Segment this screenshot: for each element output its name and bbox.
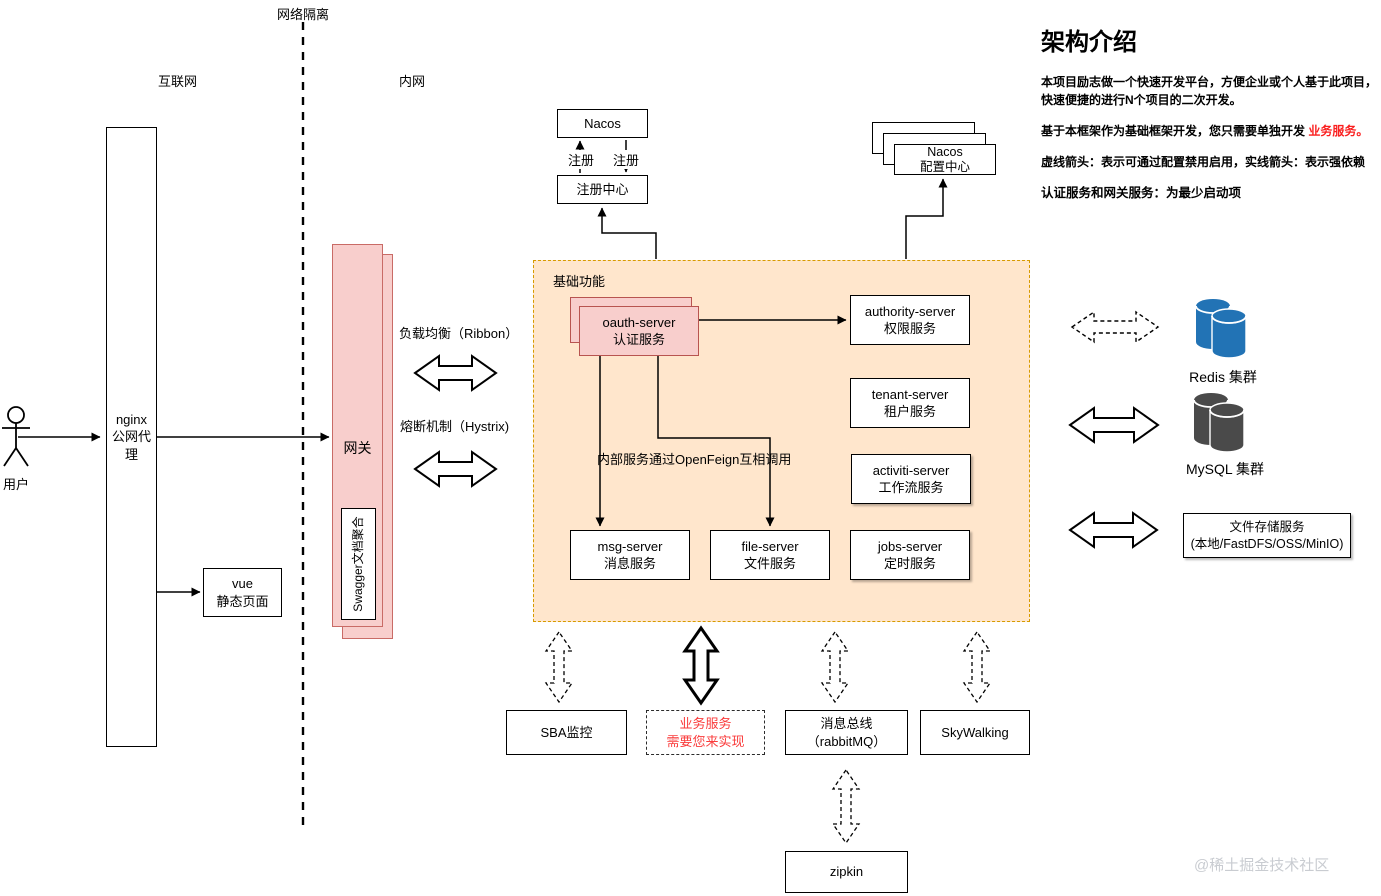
redis-cluster-icon: [1195, 299, 1247, 359]
hystrix-label: 熔断机制（Hystrix): [400, 419, 510, 434]
node-oauth-server-label: 认证服务: [612, 332, 665, 347]
node-file-server-label: 文件服务: [743, 556, 796, 571]
node-tenant-server-label: 租户服务: [883, 404, 936, 419]
mysql-cluster-label: MySQL 集群: [1185, 461, 1265, 477]
node-authority-server-label: 权限服务: [883, 321, 936, 336]
node-jobs-server: jobs-server 定时服务: [850, 530, 970, 580]
node-gateway-label: 网关: [343, 440, 372, 456]
node-business-service: 业务服务 需要您来实现: [646, 710, 765, 755]
intro-paragraph-2-highlight: 业务服务。: [1308, 124, 1369, 138]
node-file-server-name: file-server: [741, 538, 799, 554]
node-activiti-server-name: activiti-server: [872, 462, 950, 478]
node-nginx-proxy: nginx 公网代理: [106, 127, 157, 747]
node-nacos-config-name: Nacos: [927, 144, 963, 159]
openfeign-note: 内部服务通过OpenFeign互相调用: [597, 452, 792, 467]
intro-paragraph-2-text: 基于本框架作为基础框架开发，您只需要单独开发: [1041, 124, 1309, 138]
redis-cluster-label: Redis 集群: [1189, 369, 1257, 385]
intro-paragraph-1: 本项目励志做一个快速开发平台，方便企业或个人基于此项目，快速便捷的进行N个项目的…: [1041, 75, 1378, 107]
node-message-bus-label: （rabbitMQ）: [806, 733, 887, 749]
node-registry-center-label: 注册中心: [576, 181, 629, 197]
double-arrow-biz-solid: [682, 625, 720, 706]
node-sba-monitor-label: SBA监控: [540, 724, 593, 740]
node-nginx-label: 公网代理: [111, 429, 151, 462]
node-msg-server: msg-server 消息服务: [570, 530, 690, 580]
node-sba-monitor: SBA监控: [506, 710, 627, 755]
node-authority-server-name: authority-server: [864, 303, 956, 319]
arrow-area-to-registry: [597, 207, 657, 259]
node-oauth-server-name: oauth-server: [602, 314, 676, 330]
watermark: @稀土掘金技术社区: [1194, 857, 1330, 874]
node-file-server: file-server 文件服务: [710, 530, 830, 580]
node-activiti-server: activiti-server 工作流服务: [851, 454, 971, 504]
intro-title: 架构介绍: [1041, 29, 1137, 56]
node-nacos-label: Nacos: [584, 115, 621, 131]
node-file-storage: 文件存储服务 (本地/FastDFS/OSS/MinIO): [1183, 513, 1351, 558]
double-arrow-storage: [1068, 511, 1159, 549]
node-nacos: Nacos: [557, 109, 648, 138]
intro-panel: 架构介绍 本项目励志做一个快速开发平台，方便企业或个人基于此项目，快速便捷的进行…: [1041, 22, 1381, 216]
node-skywalking-label: SkyWalking: [941, 724, 1009, 740]
node-message-bus: 消息总线 （rabbitMQ）: [785, 710, 908, 755]
node-swagger-aggregation: Swagger文档聚合: [341, 508, 376, 620]
internet-zone-label: 互联网: [158, 74, 198, 89]
intro-paragraph-2: 基于本框架作为基础框架开发，您只需要单独开发 业务服务。: [1041, 122, 1381, 140]
node-zipkin-label: zipkin: [829, 864, 864, 880]
node-oauth-server: oauth-server 认证服务: [579, 306, 699, 356]
node-jobs-server-label: 定时服务: [883, 556, 936, 571]
node-nacos-config: Nacos 配置中心: [894, 144, 996, 175]
intro-paragraph-3: 虚线箭头：表示可通过配置禁用启用，实线箭头：表示强依赖: [1041, 155, 1366, 169]
mysql-cluster-icon: [1193, 393, 1245, 453]
node-msg-server-name: msg-server: [597, 538, 663, 554]
double-arrow-mq-dashed: [820, 630, 850, 704]
node-registry-center: 注册中心: [557, 175, 648, 204]
node-message-bus-name: 消息总线: [820, 716, 873, 732]
node-msg-server-label: 消息服务: [603, 556, 656, 571]
node-authority-server: authority-server 权限服务: [850, 295, 970, 345]
arrow-area-to-nacos-config: [905, 178, 948, 259]
node-nacos-config-label: 配置中心: [919, 159, 970, 174]
double-arrow-hystrix: [413, 450, 498, 488]
node-tenant-server: tenant-server 租户服务: [850, 378, 970, 428]
node-skywalking: SkyWalking: [920, 710, 1030, 755]
double-arrow-ribbon: [413, 354, 498, 392]
double-arrow-sba-dashed: [544, 630, 574, 704]
node-business-service-label: 需要您来实现: [666, 733, 745, 749]
intranet-zone-label: 内网: [399, 74, 426, 89]
node-zipkin: zipkin: [785, 851, 908, 893]
ribbon-label: 负载均衡（Ribbon）: [399, 326, 519, 341]
node-vue-name: vue: [232, 576, 253, 592]
register-label-right: 注册: [611, 150, 642, 169]
node-jobs-server-name: jobs-server: [877, 538, 943, 554]
node-tenant-server-name: tenant-server: [871, 386, 949, 402]
double-arrow-redis-dashed: [1070, 310, 1160, 344]
user-stick-figure-icon: [2, 406, 30, 467]
node-nginx-name: nginx: [115, 412, 148, 428]
node-file-storage-name: 文件存储服务: [1229, 520, 1305, 534]
register-label-left: 注册: [566, 150, 597, 169]
double-arrow-skywalking-dashed: [962, 630, 992, 704]
double-arrow-zipkin-dashed: [831, 768, 861, 845]
network-isolation-label: 网络隔离: [277, 7, 330, 22]
intro-paragraph-4: 认证服务和网关服务：为最少启动项: [1041, 186, 1242, 200]
node-business-service-name: 业务服务: [679, 716, 732, 732]
double-arrow-mysql: [1068, 406, 1160, 444]
node-vue-static: vue 静态页面: [203, 568, 282, 617]
base-function-area-label: 基础功能: [553, 274, 606, 289]
node-file-storage-label: (本地/FastDFS/OSS/MinIO): [1190, 536, 1344, 551]
node-swagger-aggregation-label: Swagger文档聚合: [350, 516, 365, 612]
node-vue-label: 静态页面: [216, 593, 269, 609]
node-activiti-server-label: 工作流服务: [878, 480, 944, 495]
user-label: 用户: [3, 477, 30, 492]
